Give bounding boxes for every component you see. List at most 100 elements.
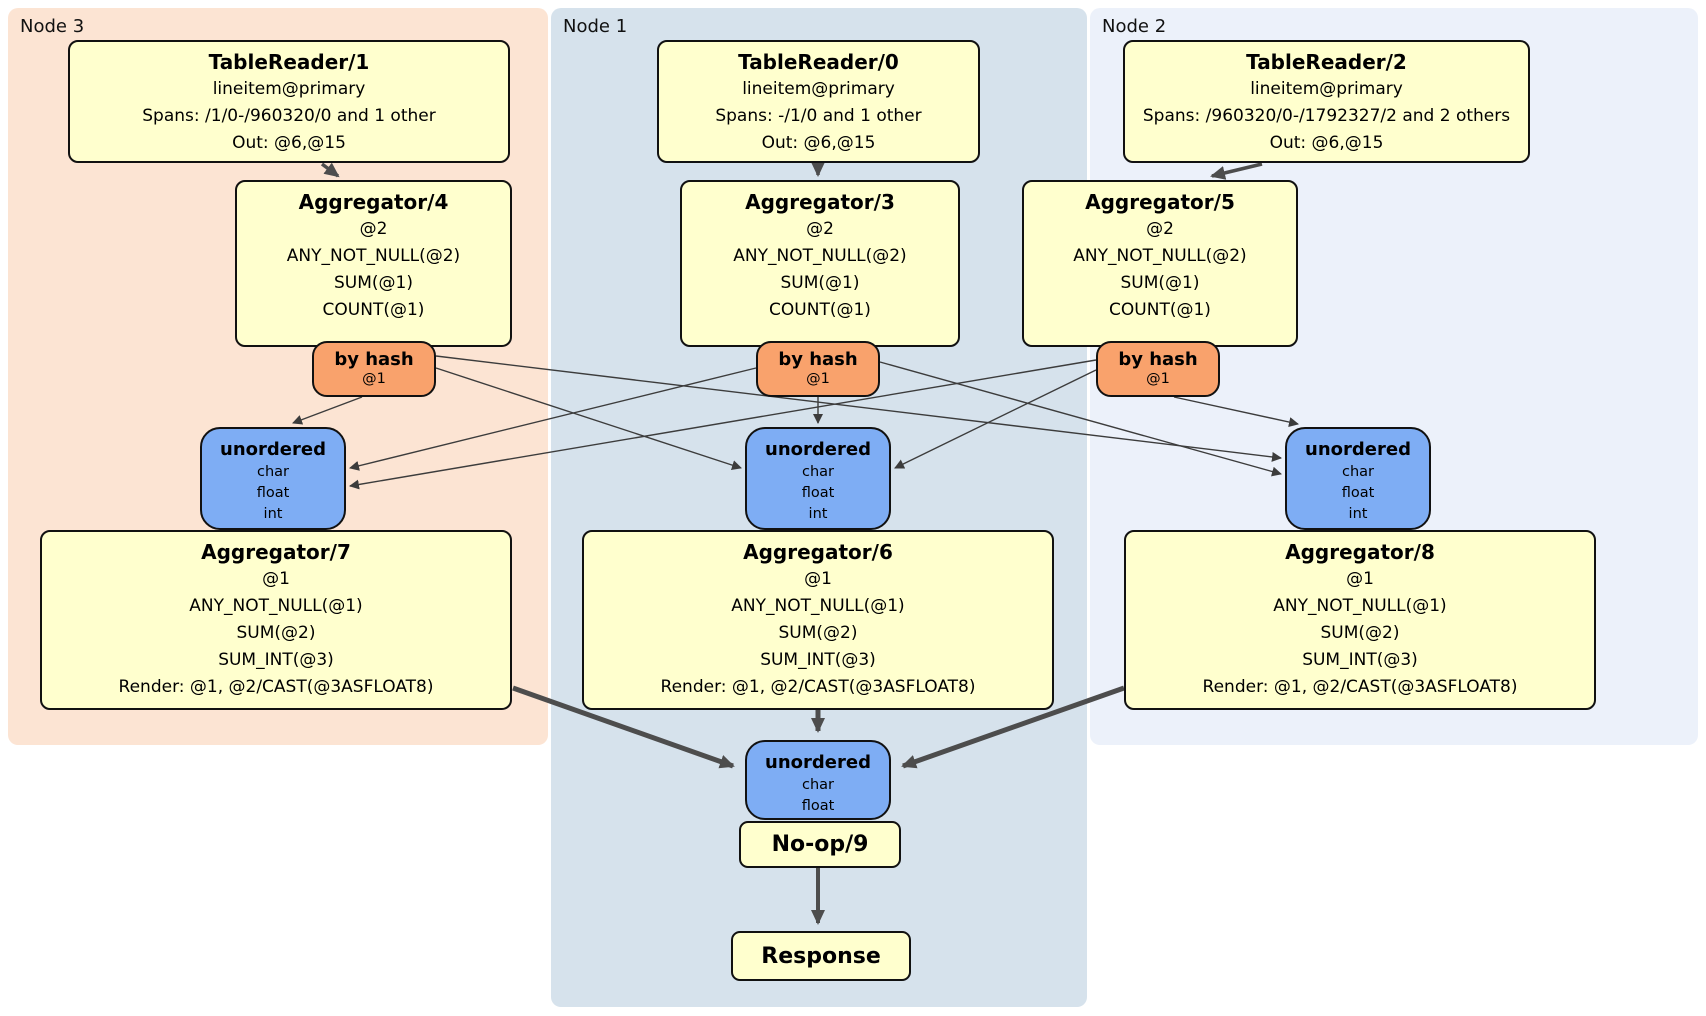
unordered-sync-final: unordered char float (745, 740, 891, 820)
unordered-sync-node1: unordered char float int (745, 427, 891, 530)
box-line: @1 (262, 569, 290, 589)
box-line: @1 (1346, 569, 1374, 589)
box-line: lineitem@primary (742, 79, 895, 99)
aggregator-8-box: Aggregator/8 @1 ANY_NOT_NULL(@1) SUM(@2)… (1124, 530, 1596, 710)
box-line: SUM_INT(@3) (1302, 650, 1418, 670)
box-line: Render: @1, @2/CAST(@3ASFLOAT8) (660, 677, 976, 697)
box-line: SUM(@2) (236, 623, 316, 643)
edge-router3-sync2 (435, 355, 1282, 462)
router-title: by hash (334, 349, 414, 370)
hash-router-node2: by hash @1 (1096, 341, 1220, 397)
sync-line: float (801, 485, 835, 501)
edge-agg7-final (512, 685, 735, 769)
box-line: SUM_INT(@3) (760, 650, 876, 670)
edge-router2-sync1 (894, 369, 1097, 469)
router-title: by hash (778, 349, 858, 370)
sync-title: unordered (1305, 439, 1411, 460)
sync-title: unordered (765, 439, 871, 460)
edge-tr2-agg5 (1210, 162, 1263, 180)
response-box: Response (731, 931, 911, 981)
node2-label: Node 2 (1102, 16, 1167, 37)
table-reader-1-box: TableReader/1 lineitem@primary Spans: /1… (68, 40, 510, 163)
box-line: COUNT(@1) (769, 300, 871, 320)
box-line: SUM(@1) (1120, 273, 1200, 293)
box-line: Spans: -/1/0 and 1 other (715, 106, 922, 126)
edge-router1-sync2 (879, 361, 1282, 477)
box-line: SUM(@2) (1320, 623, 1400, 643)
box-line: SUM_INT(@3) (218, 650, 334, 670)
box-line: COUNT(@1) (1109, 300, 1211, 320)
box-line: ANY_NOT_NULL(@2) (1073, 246, 1247, 266)
box-title: Aggregator/4 (298, 190, 449, 214)
hash-router-node1: by hash @1 (756, 341, 880, 397)
box-line: Spans: /1/0-/960320/0 and 1 other (142, 106, 436, 126)
aggregator-3-box: Aggregator/3 @2 ANY_NOT_NULL(@2) SUM(@1)… (680, 180, 960, 347)
box-line: ANY_NOT_NULL(@1) (731, 596, 905, 616)
router-title: by hash (1118, 349, 1198, 370)
box-line: @2 (1146, 219, 1174, 239)
box-line: SUM(@1) (334, 273, 413, 293)
table-reader-2-box: TableReader/2 lineitem@primary Spans: /9… (1123, 40, 1530, 163)
box-line: Spans: /960320/0-/1792327/2 and 2 others (1142, 106, 1511, 126)
sync-line: char (801, 464, 834, 480)
sync-line: int (1348, 506, 1368, 522)
box-line: @2 (359, 219, 388, 239)
box-line: ANY_NOT_NULL(@2) (286, 246, 461, 266)
sync-line: float (1341, 485, 1375, 501)
edge-router3-sync3 (292, 396, 363, 425)
box-line: SUM(@2) (778, 623, 858, 643)
unordered-sync-node2: unordered char float int (1285, 427, 1431, 530)
router-detail: @1 (806, 371, 830, 387)
hash-router-node3: by hash @1 (312, 341, 436, 397)
aggregator-5-box: Aggregator/5 @2 ANY_NOT_NULL(@2) SUM(@1)… (1022, 180, 1298, 347)
edge-agg8-final (901, 685, 1125, 769)
aggregator-4-box: Aggregator/4 @2 ANY_NOT_NULL(@2) SUM(@1)… (235, 180, 512, 347)
table-reader-0-box: TableReader/0 lineitem@primary Spans: -/… (657, 40, 980, 163)
sync-line: char (256, 464, 289, 480)
router-detail: @1 (1146, 371, 1170, 387)
sync-line: int (263, 506, 283, 522)
aggregator-7-box: Aggregator/7 @1 ANY_NOT_NULL(@1) SUM(@2)… (40, 530, 512, 710)
edge-router2-sync2 (1173, 396, 1299, 427)
sync-title: unordered (220, 439, 326, 460)
box-line: COUNT(@1) (322, 300, 425, 320)
sync-line: float (256, 485, 290, 501)
box-line: @1 (804, 569, 832, 589)
box-title: TableReader/0 (738, 50, 899, 74)
box-line: @2 (806, 219, 834, 239)
box-title: Aggregator/5 (1085, 190, 1235, 214)
aggregator-6-box: Aggregator/6 @1 ANY_NOT_NULL(@1) SUM(@2)… (582, 530, 1054, 710)
sync-line: float (801, 798, 835, 814)
unordered-sync-node3: unordered char float int (200, 427, 346, 530)
box-title: TableReader/2 (1246, 50, 1407, 74)
router-detail: @1 (362, 371, 386, 387)
box-line: lineitem@primary (212, 79, 366, 99)
box-title: Aggregator/3 (745, 190, 895, 214)
box-line: lineitem@primary (1250, 79, 1403, 99)
edge-router1-sync3 (349, 367, 757, 471)
box-title: Aggregator/6 (743, 540, 893, 564)
edge-tr1-agg4 (320, 162, 340, 178)
noop-box: No-op/9 (739, 821, 901, 868)
box-line: Out: @6,@15 (232, 133, 346, 153)
box-title: Aggregator/8 (1285, 540, 1435, 564)
box-line: ANY_NOT_NULL(@1) (1273, 596, 1447, 616)
sync-line: char (1341, 464, 1374, 480)
box-title: TableReader/1 (208, 50, 370, 74)
edge-router2-sync3 (349, 359, 1097, 490)
sync-line: int (808, 506, 828, 522)
sync-line: char (801, 777, 834, 793)
node3-label: Node 3 (20, 16, 85, 37)
sync-title: unordered (765, 752, 871, 773)
edge-router3-sync1 (435, 367, 742, 470)
box-line: Render: @1, @2/CAST(@3ASFLOAT8) (1202, 677, 1518, 697)
box-line: ANY_NOT_NULL(@1) (189, 596, 363, 616)
node1-label: Node 1 (563, 16, 628, 37)
box-title: Aggregator/7 (201, 540, 351, 564)
box-line: ANY_NOT_NULL(@2) (733, 246, 907, 266)
box-line: Render: @1, @2/CAST(@3ASFLOAT8) (118, 677, 434, 697)
box-line: SUM(@1) (780, 273, 860, 293)
box-line: Out: @6,@15 (761, 133, 876, 153)
